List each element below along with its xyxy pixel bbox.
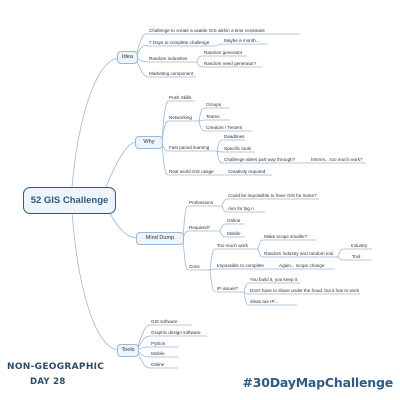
node-label[interactable]: Deadlines [224, 134, 245, 139]
footer-day-label: DAY 28 [30, 377, 66, 387]
connector [105, 141, 136, 188]
node-label[interactable]: Professions [189, 200, 214, 205]
node-label[interactable]: Mobile [151, 351, 165, 356]
node-label[interactable]: Graphic design software [151, 330, 201, 335]
node-label[interactable]: Creativity required [228, 169, 266, 174]
node-label[interactable]: Required? [189, 225, 211, 230]
branch-idea[interactable]: Idea [117, 51, 138, 64]
branch-mind-dump[interactable]: Mind Dump [136, 232, 184, 245]
branch-why[interactable]: Why [135, 136, 163, 149]
node-label[interactable]: 7 Days to complete challenge [149, 40, 210, 45]
node-label[interactable]: ideas are IP... [250, 299, 278, 304]
node-label[interactable]: Teams [206, 114, 220, 119]
node-label[interactable]: Marketing component [149, 71, 194, 76]
node-label[interactable]: Python [151, 341, 166, 346]
node-label[interactable]: hmmm... too much work? [311, 157, 363, 162]
node-label[interactable]: Creators / Testers [206, 125, 243, 130]
node-label[interactable]: You build it, you keep it [250, 277, 298, 282]
node-label[interactable]: Networking [169, 115, 192, 120]
node-label[interactable]: Cons [189, 264, 200, 269]
central-topic[interactable]: 52 GIS Challenge [23, 187, 116, 214]
node-label[interactable]: Impossible to complete [217, 263, 264, 268]
node-label[interactable]: Push Skills [169, 95, 192, 100]
node-label[interactable]: Real world GIS usage [169, 169, 214, 174]
node-label[interactable]: Specific tools [224, 146, 252, 151]
node-label[interactable]: Aim for big n [228, 206, 254, 211]
node-label[interactable]: Fast paced learning [169, 145, 210, 150]
node-label[interactable]: Groups [206, 102, 222, 107]
node-label[interactable]: Random industry and random tool [264, 251, 334, 256]
node-label[interactable]: Too much work [217, 243, 248, 248]
node-label[interactable]: IP issues? [217, 286, 239, 291]
node-label[interactable]: GIS software [151, 319, 178, 324]
node-label[interactable]: Maybe a month... [224, 38, 260, 43]
node-label[interactable]: Could be impossible to have GIS for some… [228, 193, 317, 198]
node-label[interactable]: Industry [351, 243, 368, 248]
node-label[interactable]: Tool [352, 254, 361, 259]
connector [71, 57, 119, 188]
node-label[interactable]: Online [227, 218, 241, 223]
node-label[interactable]: Random need generator? [204, 61, 257, 66]
node-label[interactable]: Online [151, 362, 165, 367]
branch-tools[interactable]: Tools [117, 344, 139, 357]
node-label[interactable]: Again... scope change [279, 263, 325, 268]
node-label[interactable]: Random industries [149, 56, 188, 61]
node-label[interactable]: Make scope smaller? [264, 234, 308, 239]
node-label[interactable]: Challenge alters part way through? [224, 157, 296, 162]
node-label[interactable]: Mobile [227, 231, 241, 236]
footer-theme-label: NON-GEOGRAPHIC [7, 362, 105, 372]
node-label[interactable]: Challenge to create a usable GIS within … [149, 28, 265, 33]
connector [71, 211, 118, 351]
node-label[interactable]: Random generator [204, 50, 243, 55]
node-label[interactable]: Don't have to share under the hood, but … [250, 288, 360, 293]
connector [107, 209, 138, 239]
challenge-hashtag: #30DayMapChallenge [242, 375, 393, 390]
